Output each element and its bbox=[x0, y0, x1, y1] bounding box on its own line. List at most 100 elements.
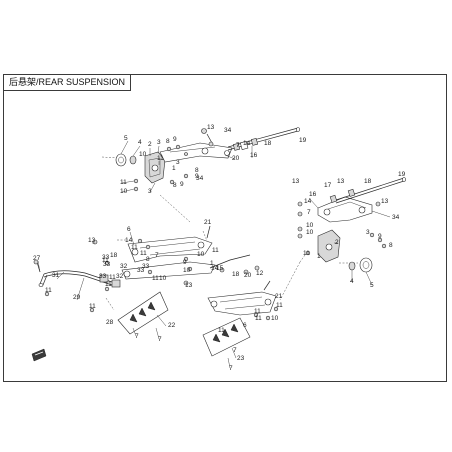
part-callout-1: 1 bbox=[317, 253, 321, 260]
part-callout-11: 11 bbox=[218, 327, 225, 334]
part-callout-5: 5 bbox=[370, 282, 374, 289]
part-callout-6: 6 bbox=[243, 322, 247, 329]
part-callout-14: 14 bbox=[125, 237, 133, 244]
part-callout-11: 11 bbox=[276, 302, 283, 309]
part-callout-8: 8 bbox=[166, 138, 170, 145]
part-callout-5: 5 bbox=[124, 135, 128, 142]
part-callout-18: 18 bbox=[364, 178, 372, 185]
part-callout-18: 18 bbox=[110, 252, 118, 259]
diagram-title: 后悬架/REAR SUSPENSION bbox=[4, 75, 132, 91]
part-callout-14: 14 bbox=[243, 140, 251, 147]
part-callout-13: 13 bbox=[337, 178, 345, 185]
part-callout-7: 7 bbox=[135, 333, 139, 340]
part-callout-20: 20 bbox=[244, 272, 252, 279]
part-callout-11: 11 bbox=[120, 179, 127, 186]
part-callout-7: 7 bbox=[158, 336, 162, 343]
vehicle-orientation-icon bbox=[31, 348, 47, 362]
part-callout-7: 7 bbox=[233, 347, 237, 354]
part-callout-28: 28 bbox=[106, 319, 114, 326]
part-callout-7: 7 bbox=[155, 252, 159, 259]
part-callout-10: 10 bbox=[197, 251, 205, 258]
part-callout-1: 1 bbox=[210, 260, 214, 267]
part-callout-34: 34 bbox=[392, 214, 400, 221]
part-callout-9: 9 bbox=[195, 173, 199, 180]
part-callout-13: 13 bbox=[207, 124, 215, 131]
part-callout-8: 8 bbox=[389, 242, 393, 249]
part-callout-32: 32 bbox=[120, 263, 128, 270]
part-callout-3: 3 bbox=[366, 229, 370, 236]
part-callout-2: 2 bbox=[335, 239, 339, 246]
part-callout-13: 13 bbox=[381, 198, 389, 205]
guard-plates bbox=[117, 291, 251, 369]
part-callout-13: 13 bbox=[292, 178, 300, 185]
diagram-frame: 后悬架/REAR SUSPENSION bbox=[3, 74, 447, 382]
part-callout-10: 10 bbox=[306, 229, 314, 236]
part-callout-3: 3 bbox=[157, 139, 161, 146]
part-callout-11: 11 bbox=[45, 287, 52, 294]
part-callout-20: 20 bbox=[232, 155, 240, 162]
upper-left-assembly bbox=[101, 127, 300, 223]
part-callout-10: 10 bbox=[271, 315, 279, 322]
part-callout-2: 2 bbox=[148, 141, 152, 148]
part-callout-21: 21 bbox=[204, 219, 212, 226]
part-callout-10: 10 bbox=[139, 151, 147, 158]
part-callout-9: 9 bbox=[378, 233, 382, 240]
part-callout-11: 11 bbox=[109, 274, 116, 281]
part-callout-11: 11 bbox=[140, 250, 147, 257]
part-callout-33: 33 bbox=[102, 254, 110, 261]
part-callout-16: 16 bbox=[309, 191, 317, 198]
part-callout-7: 7 bbox=[307, 209, 311, 216]
part-callout-32: 32 bbox=[116, 273, 124, 280]
part-callout-4: 4 bbox=[138, 139, 142, 146]
part-callout-15: 15 bbox=[216, 265, 224, 272]
part-callout-21: 21 bbox=[275, 293, 283, 300]
part-callout-34: 34 bbox=[196, 175, 204, 182]
part-callout-8: 8 bbox=[173, 182, 177, 189]
lower-right-assembly bbox=[207, 261, 301, 333]
part-callout-11: 11 bbox=[105, 281, 112, 288]
part-callout-4: 4 bbox=[350, 278, 354, 285]
part-callout-13: 13 bbox=[185, 282, 193, 289]
part-callout-19: 19 bbox=[299, 137, 307, 144]
part-callout-33: 33 bbox=[103, 261, 111, 268]
part-callout-11: 11 bbox=[157, 155, 164, 162]
part-callout-6: 6 bbox=[127, 226, 131, 233]
part-callout-3: 3 bbox=[148, 188, 152, 195]
part-callout-33: 33 bbox=[99, 273, 107, 280]
part-callout-10: 10 bbox=[159, 275, 167, 282]
part-callout-33: 33 bbox=[137, 267, 145, 274]
part-callout-19: 19 bbox=[398, 171, 406, 178]
part-callout-10: 10 bbox=[306, 222, 314, 229]
part-callout-31: 31 bbox=[52, 272, 60, 279]
part-callout-17: 17 bbox=[324, 182, 332, 189]
part-callout-11: 11 bbox=[212, 247, 219, 254]
part-callout-9: 9 bbox=[183, 259, 187, 266]
part-callout-16: 16 bbox=[250, 152, 258, 159]
part-callout-1: 1 bbox=[172, 165, 176, 172]
part-callout-11: 11 bbox=[131, 244, 138, 251]
part-callout-7: 7 bbox=[236, 142, 240, 149]
part-callout-27: 27 bbox=[33, 255, 41, 262]
part-callout-8: 8 bbox=[195, 167, 199, 174]
part-callout-11: 11 bbox=[89, 303, 96, 310]
part-callout-23: 23 bbox=[237, 355, 245, 362]
part-callout-12: 12 bbox=[256, 270, 264, 277]
part-callout-11: 11 bbox=[254, 308, 261, 315]
part-callout-18: 18 bbox=[232, 271, 240, 278]
part-callout-7: 7 bbox=[229, 365, 233, 372]
part-callout-10: 10 bbox=[183, 267, 191, 274]
part-callout-34: 34 bbox=[224, 127, 232, 134]
lower-left-assembly bbox=[33, 225, 260, 313]
part-callout-9: 9 bbox=[173, 136, 177, 143]
upper-right-assembly bbox=[297, 177, 406, 286]
part-callout-11: 11 bbox=[303, 250, 310, 257]
part-callout-3: 3 bbox=[176, 159, 180, 166]
part-callout-29: 29 bbox=[73, 294, 81, 301]
part-callout-11: 11 bbox=[102, 257, 109, 264]
part-callout-9: 9 bbox=[180, 181, 184, 188]
part-callout-8: 8 bbox=[146, 256, 150, 263]
part-callout-22: 22 bbox=[168, 322, 176, 329]
